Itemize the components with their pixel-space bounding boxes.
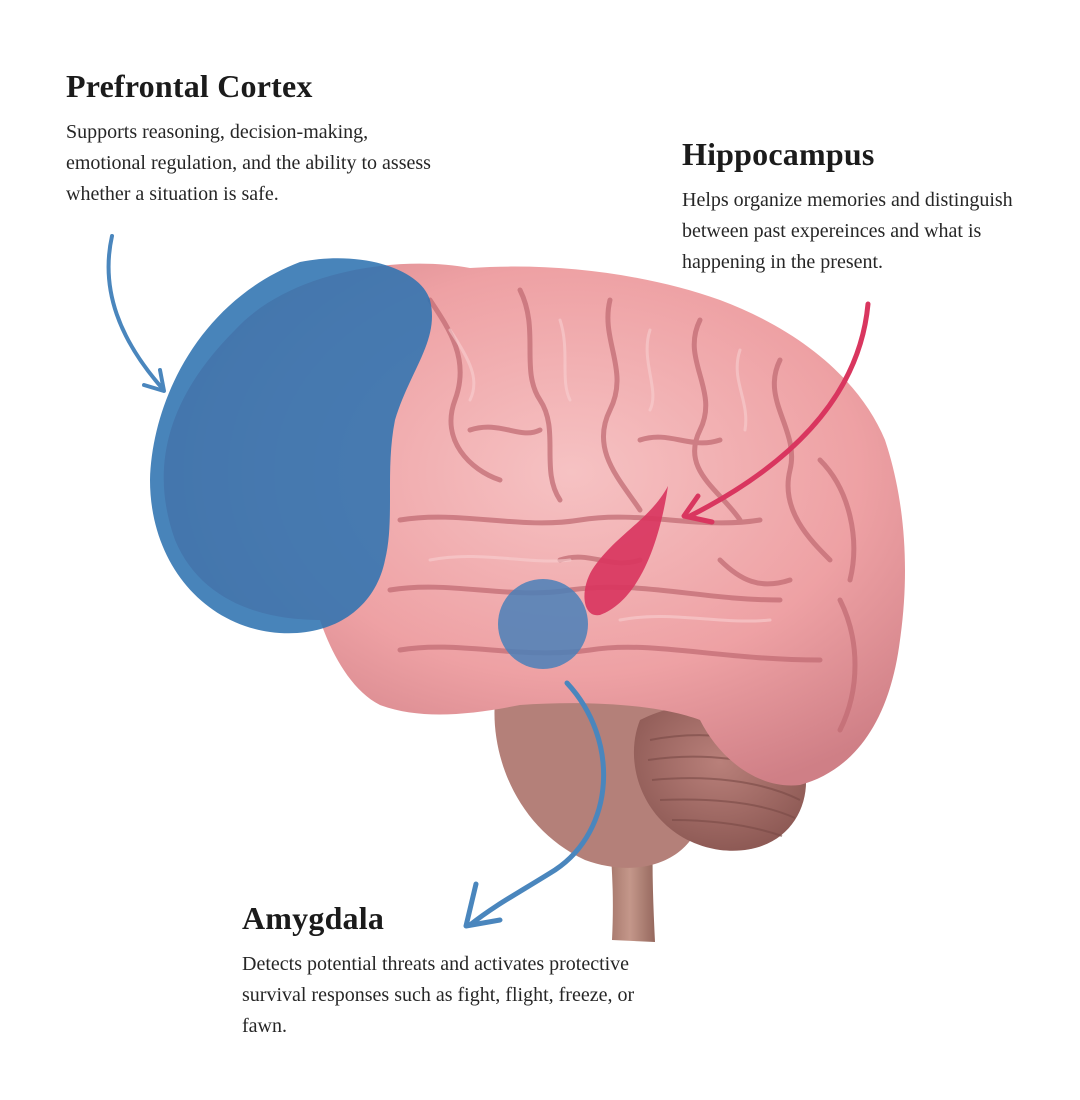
hippocampus-description: Helps organize memories and distinguish … <box>682 189 1013 273</box>
amygdala-description: Detects potential threats and activates … <box>242 953 635 1037</box>
hippocampus-arrowhead <box>681 493 715 525</box>
hippocampus-arrow <box>687 301 871 519</box>
prefrontal-arrow <box>106 234 164 390</box>
amygdala-arrow <box>467 680 607 928</box>
prefrontal-cortex-description: Supports reasoning, decision-making, emo… <box>66 121 431 205</box>
amygdala-title: Amygdala <box>242 900 385 936</box>
amygdala-label: Amygdala Detects potential threats and a… <box>242 900 642 1042</box>
prefrontal-cortex-label: Prefrontal Cortex Supports reasoning, de… <box>66 68 446 210</box>
amygdala-highlight <box>498 579 588 669</box>
hippocampus-title: Hippocampus <box>682 136 875 172</box>
prefrontal-cortex-highlight <box>150 258 432 634</box>
prefrontal-cortex-title: Prefrontal Cortex <box>66 68 313 104</box>
hippocampus-label: Hippocampus Helps organize memories and … <box>682 136 1062 278</box>
amygdala-arrowhead <box>463 881 503 929</box>
prefrontal-arrowhead <box>142 368 166 393</box>
hippocampus-highlight <box>584 486 668 616</box>
